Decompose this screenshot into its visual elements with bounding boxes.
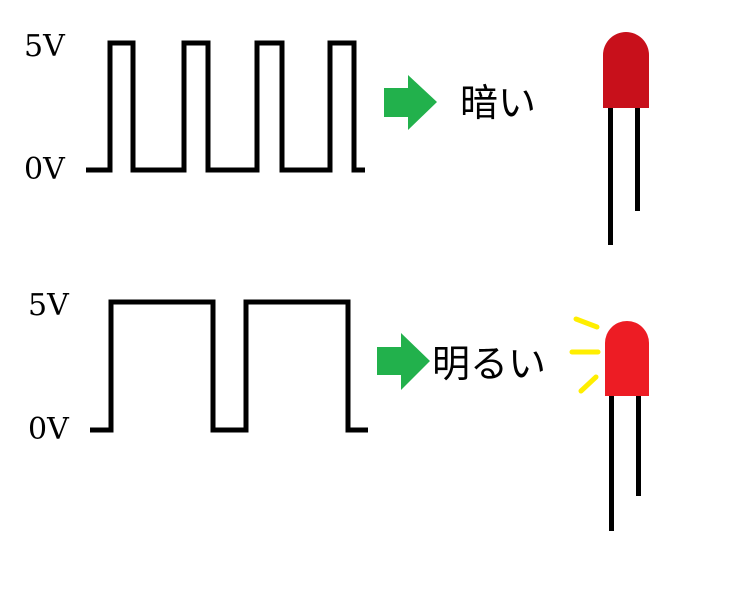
glow-rays bbox=[569, 316, 601, 394]
high-voltage-label: 5V bbox=[24, 29, 65, 64]
arrow-right-icon bbox=[384, 75, 437, 130]
low-voltage-label: 0V bbox=[28, 412, 69, 447]
pwm-waveform-short-duty bbox=[86, 40, 365, 173]
low-voltage-label: 0V bbox=[24, 152, 65, 187]
led-bright-icon bbox=[569, 316, 649, 531]
pwm-waveform-long-duty bbox=[90, 299, 368, 433]
result-label-dim: 暗い bbox=[460, 81, 537, 125]
arrow-right-icon bbox=[377, 333, 430, 390]
result-label-bright: 明るい bbox=[432, 342, 547, 386]
high-voltage-label: 5V bbox=[28, 288, 69, 323]
led-dim-icon bbox=[603, 32, 649, 245]
